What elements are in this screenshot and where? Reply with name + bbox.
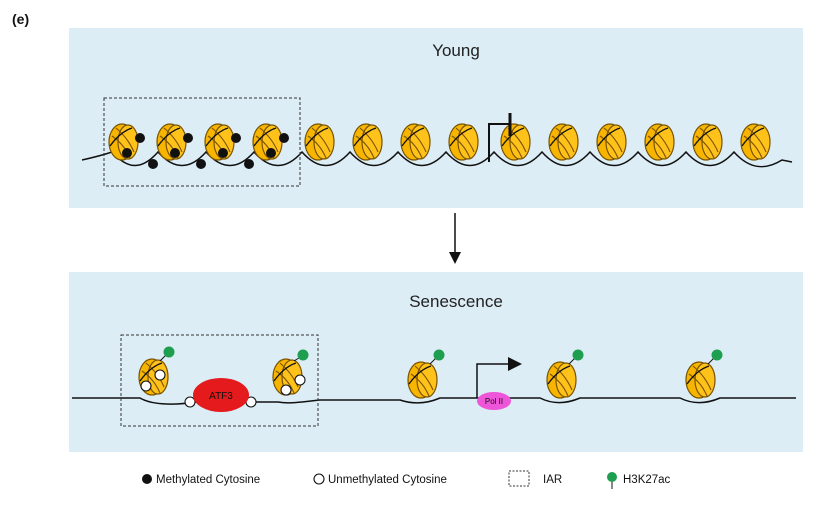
young-panel <box>69 28 803 208</box>
nucleosome <box>740 123 771 161</box>
unmethylated-cytosine <box>154 369 166 381</box>
nucleosome <box>644 123 675 161</box>
unmethylated-cytosine <box>294 374 306 386</box>
h3k27ac-icon <box>159 346 175 362</box>
h3k27ac-marks <box>159 346 723 365</box>
young-iar-box <box>103 97 301 187</box>
legend: Methylated Cytosine Unmethylated Cytosin… <box>142 470 671 489</box>
unmethylated-cytosine <box>140 380 152 392</box>
young-dna <box>81 150 793 168</box>
unmethylated-cytosines <box>140 369 306 408</box>
methylated-cytosine <box>218 148 228 158</box>
senescence-title: Senescence <box>409 292 503 311</box>
methylated-cytosine <box>135 133 145 143</box>
panel-label: (e) <box>12 11 29 27</box>
methylated-cytosine <box>148 159 158 169</box>
methylated-cytosine <box>196 159 206 169</box>
nucleosome <box>400 123 431 161</box>
legend-iar: IAR <box>543 474 562 486</box>
methylated-cytosine <box>122 148 132 158</box>
legend-methylated: Methylated Cytosine <box>156 474 260 486</box>
pol-ii: Pol II <box>477 392 511 410</box>
senescence-panel <box>69 272 803 452</box>
nucleosome <box>407 361 438 399</box>
down-arrow-icon <box>449 213 461 264</box>
h3k27ac-icon <box>429 349 445 365</box>
nucleosome <box>352 123 383 161</box>
unmethylated-cytosine <box>184 396 196 408</box>
pol-ii-label: Pol II <box>485 397 503 406</box>
h3k27ac-legend-icon <box>607 472 617 489</box>
legend-h3k27ac: H3K27ac <box>623 474 671 486</box>
nucleosome <box>548 123 579 161</box>
nucleosome <box>500 123 531 161</box>
h3k27ac-icon <box>707 349 723 365</box>
atf3-factor: ATF3 <box>193 378 249 412</box>
unmethylated-legend-icon <box>313 473 325 485</box>
methylated-cytosine <box>170 148 180 158</box>
atf3-label: ATF3 <box>209 391 233 402</box>
methylated-legend-icon <box>142 474 152 484</box>
transcription-arrow-icon <box>476 357 522 398</box>
legend-unmethylated: Unmethylated Cytosine <box>328 474 447 486</box>
methylated-cytosine <box>266 148 276 158</box>
methylated-cytosine <box>183 133 193 143</box>
h3k27ac-icon <box>293 349 309 362</box>
methylated-cytosine <box>279 133 289 143</box>
methylated-cytosine <box>231 133 241 143</box>
methylated-cytosine <box>244 159 254 169</box>
nucleosome <box>692 123 723 161</box>
repression-t-bar-icon <box>488 113 512 162</box>
nucleosome <box>685 361 716 399</box>
young-title: Young <box>432 41 480 60</box>
nucleosome <box>546 361 577 399</box>
nucleosome <box>304 123 335 161</box>
unmethylated-cytosine <box>280 384 292 396</box>
senescence-iar-box <box>120 334 319 427</box>
nucleosome <box>448 123 479 161</box>
nucleosome <box>596 123 627 161</box>
iar-legend-icon <box>508 470 530 487</box>
h3k27ac-icon <box>568 349 584 365</box>
methylated-cytosines <box>122 133 289 169</box>
